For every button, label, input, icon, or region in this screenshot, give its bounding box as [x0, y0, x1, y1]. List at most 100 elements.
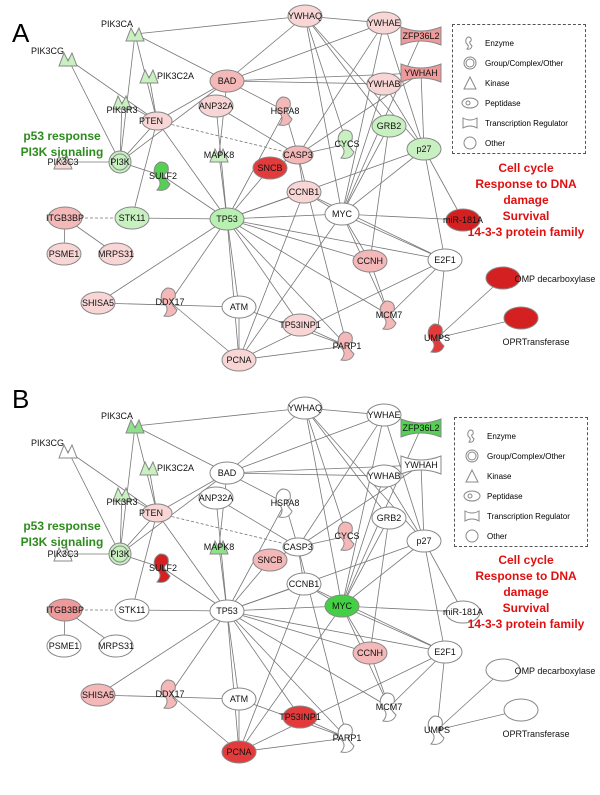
node-ywhaq-shape [287, 4, 323, 28]
node-pik3c2a: PIK3C2A [139, 68, 194, 84]
node-atm-label: ATM [230, 694, 248, 704]
node-bad-shape [209, 69, 245, 93]
edge-tp53-shisa5 [97, 610, 228, 696]
node-ccnb1-shape [286, 180, 322, 204]
node-umps: UMPS [424, 323, 450, 353]
node-pik3c3-shape [53, 546, 73, 562]
node-oprt-label: OPRTransferase [502, 337, 569, 347]
panel-b-nodes: YWHAQYWHAEZFP36L2YWHAHYWHABPIK3CAPIK3CGP… [31, 396, 595, 764]
edge-bad-ywhab [226, 80, 385, 85]
node-zfp36l2-label: ZFP36L2 [402, 423, 439, 433]
legend-panel-a: Enzyme Group/Complex/Other Kinase Peptid… [452, 24, 586, 154]
node-pcna-label: PCNA [226, 747, 251, 757]
edge-parp1-pcna [238, 737, 348, 754]
node-ywhab-label: YWHAB [367, 471, 400, 481]
left-label-line-1: p53 response [23, 519, 101, 533]
node-ywhaq: YWHAQ [287, 396, 323, 420]
node-hspa8-label: HSPA8 [271, 106, 300, 116]
node-hspa8: HSPA8 [271, 96, 300, 126]
edge-tp53-myc [226, 211, 343, 220]
node-sncb-label: SNCB [257, 163, 282, 173]
edge-ccnb1-pcna [238, 583, 305, 753]
node-ccnh: CCNH [352, 641, 388, 665]
node-mir181a: miR-181A [443, 208, 483, 232]
node-cycs-label: CYCS [334, 139, 359, 149]
node-hspa8: HSPA8 [271, 488, 300, 518]
node-cycs: CYCS [334, 521, 360, 551]
node-p27: p27 [406, 137, 442, 161]
node-pten-label: PTEN [139, 116, 163, 126]
node-mir181a: miR-181A [443, 600, 483, 624]
edge-bad-ywhaq [226, 15, 306, 82]
node-umps: UMPS [424, 715, 450, 745]
edge-ywhaq-grb2 [304, 407, 390, 519]
edge-tp53-parp1 [226, 610, 348, 739]
node-pik3ca-label: PIK3CA [101, 411, 133, 421]
node-parp1-label: PARP1 [333, 733, 362, 743]
node-parp1-label: PARP1 [333, 341, 362, 351]
node-ccnh-label: CCNH [357, 648, 383, 658]
edge-ywhah-p27 [420, 464, 427, 542]
node-hspa8-label: HSPA8 [271, 498, 300, 508]
edge-pik3ca-ywhaq [134, 407, 306, 427]
node-pik3ca: PIK3CA [101, 19, 145, 42]
edge-ywhae-p27 [383, 22, 425, 150]
node-p27-label: p27 [416, 144, 431, 154]
node-myc-label: MYC [332, 209, 353, 219]
node-sulf2-label: SULF2 [149, 171, 177, 181]
node-shisa5-label: SHISA5 [82, 298, 114, 308]
node-zfp36l2: ZFP36L2 [400, 418, 442, 438]
legend-label: Enzyme [485, 38, 514, 48]
edge-mapk8-bad [218, 80, 229, 156]
node-ompd-label: OMP decarboxylase [515, 274, 596, 284]
edge-ddx17-pcna [169, 301, 240, 361]
node-anp32a-shape [198, 486, 234, 510]
node-stk11-shape [114, 598, 150, 622]
node-umps-label: UMPS [424, 725, 450, 735]
node-psme1: PSME1 [46, 242, 82, 266]
node-umps-shape [427, 323, 445, 353]
node-ywhae-shape [366, 11, 402, 35]
node-stk11: STK11 [114, 598, 150, 622]
edge-ompd-umps [436, 669, 504, 731]
edge-bad-ywhae [226, 414, 385, 474]
node-ywhab-label: YWHAB [367, 79, 400, 89]
edge-mir181a-p27 [423, 148, 464, 221]
edge-ywhaq-cycs [304, 407, 348, 537]
node-tp53inp1-label: TP53INP1 [279, 320, 321, 330]
node-pi3k-label: PI3K [110, 549, 130, 559]
edge-ywhab-myc [341, 83, 385, 215]
node-pten-shape [141, 503, 173, 523]
enzyme-icon [467, 429, 475, 443]
node-casp3-label: CASP3 [283, 542, 313, 552]
node-pik3c2a: PIK3C2A [139, 460, 194, 476]
node-pik3cg-label: PIK3CG [31, 438, 64, 448]
edge-ywhah-p27 [420, 72, 427, 150]
node-tp53: TP53 [209, 207, 245, 231]
legend-row-kinase: Kinase [459, 75, 509, 91]
node-pi3k: PI3K [108, 542, 132, 566]
node-pi3k: PI3K [108, 150, 132, 174]
node-pik3ca-label: PIK3CA [101, 19, 133, 29]
node-grb2-label: GRB2 [377, 513, 402, 523]
edge-bad-ywhab [226, 472, 385, 477]
legend-label: Peptidase [487, 491, 523, 501]
node-tp53inp1: TP53INP1 [279, 313, 321, 337]
node-pcna-label: PCNA [226, 355, 251, 365]
node-ywhaq: YWHAQ [287, 4, 323, 28]
edge-myc-pcna [238, 213, 343, 361]
right-label-line-3: Survival [502, 209, 550, 223]
node-itgb3bp-label: ITGB3BP [46, 605, 84, 615]
transcription-regulator-icon [464, 510, 480, 522]
node-pik3r3-label: PIK3R3 [106, 105, 137, 115]
node-ywhab-shape [366, 72, 402, 96]
panel-b-right-label: Cell cycle Response to DNA damage Surviv… [452, 552, 600, 632]
panel-b-left-label: p53 response PI3K signaling [2, 518, 122, 550]
legend-label: Transcription Regulator [485, 118, 568, 128]
node-sulf2-shape [153, 553, 171, 583]
edge-ywhaq-myc [304, 15, 344, 215]
node-ywhae-label: YWHAE [367, 410, 400, 420]
node-ddx17: DDX17 [155, 679, 185, 709]
node-anp32a: ANP32A [198, 94, 234, 118]
panel-b-edges [63, 407, 522, 754]
